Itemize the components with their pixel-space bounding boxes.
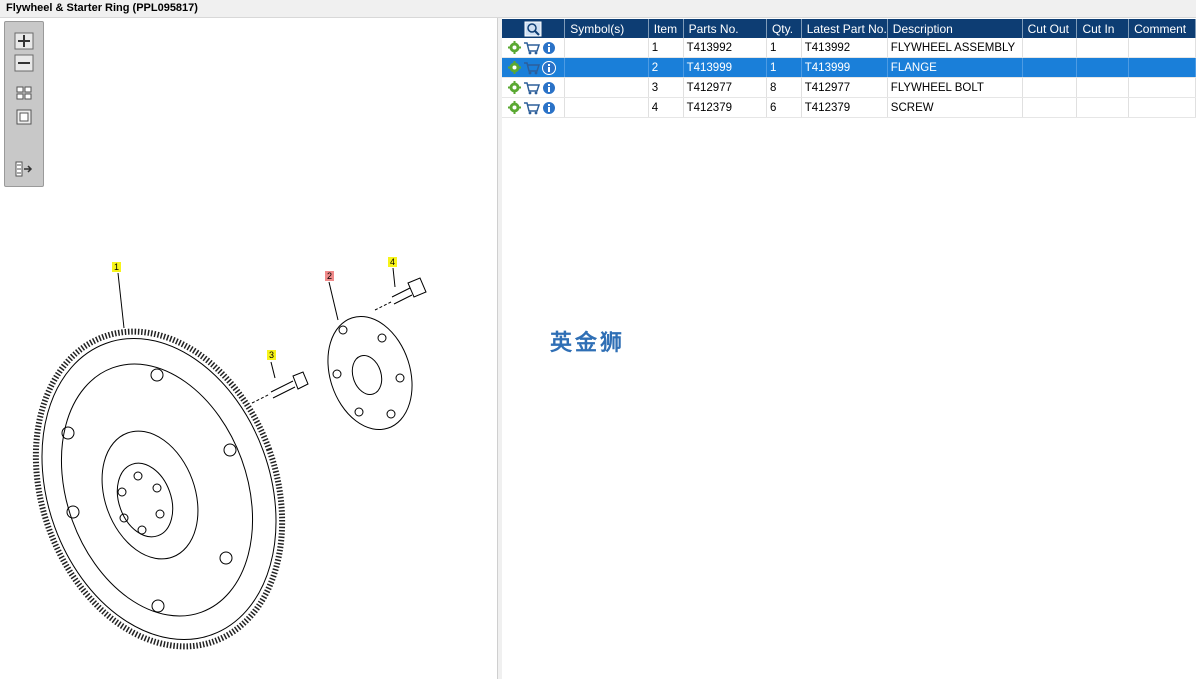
cell-cut-in bbox=[1076, 97, 1130, 118]
cell-symbols bbox=[564, 97, 649, 118]
cart-icon[interactable] bbox=[523, 41, 540, 55]
cell-item: 4 bbox=[648, 97, 684, 118]
cell-latest-part-no: T412977 bbox=[801, 77, 888, 98]
cell-cut-in bbox=[1076, 77, 1130, 98]
cell-comment bbox=[1128, 97, 1196, 118]
table-row[interactable]: 4 T412379 6 T412379 SCREW bbox=[502, 97, 1196, 118]
cell-cut-in bbox=[1076, 57, 1130, 78]
cell-comment bbox=[1128, 57, 1196, 78]
column-qty[interactable]: Qty. bbox=[766, 19, 802, 38]
pane-splitter[interactable] bbox=[498, 18, 502, 679]
cell-item: 1 bbox=[648, 38, 684, 58]
column-description[interactable]: Description bbox=[887, 19, 1023, 38]
column-symbols[interactable]: Symbol(s) bbox=[564, 19, 649, 38]
table-row[interactable]: 2 T413999 1 T413999 FLANGE bbox=[502, 57, 1196, 78]
cell-parts-no: T413999 bbox=[683, 57, 767, 78]
zoom-out-button[interactable] bbox=[14, 54, 34, 72]
row-actions bbox=[502, 38, 566, 58]
cell-description: FLYWHEEL ASSEMBLY bbox=[887, 38, 1023, 58]
gear-icon[interactable] bbox=[508, 101, 521, 114]
callout-4[interactable]: 4 bbox=[388, 257, 397, 267]
panel-toggle-icon bbox=[15, 161, 33, 177]
cell-latest-part-no: T412379 bbox=[801, 97, 888, 118]
cell-parts-no: T412977 bbox=[683, 77, 767, 98]
info-icon[interactable] bbox=[542, 40, 556, 55]
table-header-row: Symbol(s) Item Parts No. Qty. Latest Par… bbox=[502, 19, 1196, 38]
cell-parts-no: T412379 bbox=[683, 97, 767, 118]
flywheel-bolt-drawing bbox=[251, 371, 309, 404]
parts-list-pane: Symbol(s) Item Parts No. Qty. Latest Par… bbox=[502, 18, 1196, 679]
column-cut-in[interactable]: Cut In bbox=[1076, 19, 1130, 38]
info-icon[interactable] bbox=[542, 60, 556, 75]
gear-icon[interactable] bbox=[508, 81, 521, 94]
cell-cut-in bbox=[1076, 38, 1130, 58]
parts-table: Symbol(s) Item Parts No. Qty. Latest Par… bbox=[502, 19, 1196, 118]
cell-description: FLANGE bbox=[887, 57, 1023, 78]
callout-1[interactable]: 1 bbox=[112, 262, 121, 272]
cell-cut-out bbox=[1022, 77, 1078, 98]
info-icon[interactable] bbox=[542, 100, 556, 115]
fit-grid-icon bbox=[16, 86, 32, 100]
cell-description: FLYWHEEL BOLT bbox=[887, 77, 1023, 98]
flange-drawing bbox=[327, 315, 413, 431]
cell-qty: 1 bbox=[766, 57, 802, 78]
exploded-parts-diagram bbox=[32, 267, 427, 650]
info-icon[interactable] bbox=[542, 80, 556, 95]
search-parts-icon bbox=[524, 21, 542, 36]
row-actions bbox=[502, 77, 566, 98]
callout-2[interactable]: 2 bbox=[325, 271, 334, 281]
cell-comment bbox=[1128, 38, 1196, 58]
row-actions bbox=[502, 97, 566, 118]
column-parts-no[interactable]: Parts No. bbox=[683, 19, 767, 38]
column-latest-part-no[interactable]: Latest Part No. bbox=[801, 19, 888, 38]
table-row[interactable]: 1 T413992 1 T413992 FLYWHEEL ASSEMBLY bbox=[502, 38, 1196, 58]
fit-grid-button[interactable] bbox=[14, 84, 34, 102]
cell-symbols bbox=[564, 38, 649, 58]
callout-3[interactable]: 3 bbox=[267, 350, 276, 360]
cell-item: 2 bbox=[648, 57, 684, 78]
table-row[interactable]: 3 T412977 8 T412977 FLYWHEEL BOLT bbox=[502, 77, 1196, 98]
gear-icon[interactable] bbox=[508, 41, 521, 54]
column-item[interactable]: Item bbox=[648, 19, 684, 38]
cell-latest-part-no: T413992 bbox=[801, 38, 888, 58]
cell-symbols bbox=[564, 57, 649, 78]
zoom-in-icon bbox=[14, 32, 34, 50]
cart-icon[interactable] bbox=[523, 101, 540, 115]
window-title: Flywheel & Starter Ring (PPL095817) bbox=[6, 2, 198, 14]
diagram-toolbar bbox=[4, 21, 44, 187]
cell-cut-out bbox=[1022, 38, 1078, 58]
zoom-out-icon bbox=[14, 54, 34, 72]
cell-cut-out bbox=[1022, 57, 1078, 78]
row-actions bbox=[502, 57, 566, 78]
cart-icon[interactable] bbox=[523, 81, 540, 95]
cell-qty: 6 bbox=[766, 97, 802, 118]
cell-symbols bbox=[564, 77, 649, 98]
window-titlebar: Flywheel & Starter Ring (PPL095817) bbox=[0, 0, 1196, 18]
diagram-pane[interactable]: 1 2 3 4 bbox=[0, 18, 498, 679]
cell-latest-part-no: T413999 bbox=[801, 57, 888, 78]
gear-icon[interactable] bbox=[508, 61, 521, 74]
actual-size-icon bbox=[16, 109, 32, 125]
actual-size-button[interactable] bbox=[14, 108, 34, 126]
flywheel-drawing bbox=[32, 328, 286, 650]
screw-drawing bbox=[374, 277, 427, 311]
column-cut-out[interactable]: Cut Out bbox=[1022, 19, 1078, 38]
cell-cut-out bbox=[1022, 97, 1078, 118]
cell-qty: 8 bbox=[766, 77, 802, 98]
cart-icon[interactable] bbox=[523, 61, 540, 75]
panel-toggle-button[interactable] bbox=[14, 160, 34, 178]
cell-description: SCREW bbox=[887, 97, 1023, 118]
cell-item: 3 bbox=[648, 77, 684, 98]
cell-parts-no: T413992 bbox=[683, 38, 767, 58]
column-comment[interactable]: Comment bbox=[1128, 19, 1196, 38]
zoom-in-button[interactable] bbox=[14, 32, 34, 50]
cell-qty: 1 bbox=[766, 38, 802, 58]
watermark-text: 英金狮 bbox=[550, 331, 626, 356]
column-search[interactable] bbox=[502, 19, 566, 38]
cell-comment bbox=[1128, 77, 1196, 98]
